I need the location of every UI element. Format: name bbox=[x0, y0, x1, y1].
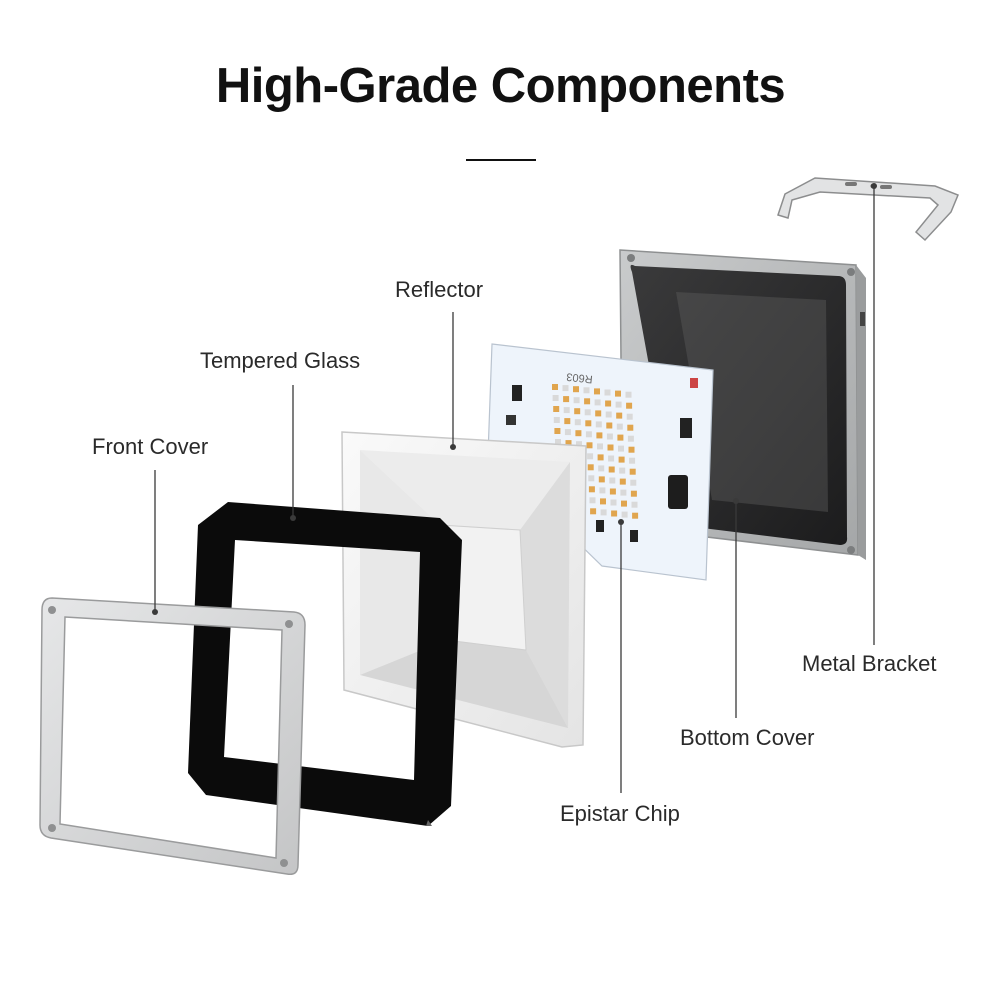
led-cell bbox=[619, 467, 626, 474]
led-cell bbox=[585, 420, 592, 427]
led-cell bbox=[576, 441, 582, 448]
led-cell bbox=[598, 476, 605, 483]
led-cell bbox=[607, 444, 614, 451]
led-cell bbox=[555, 439, 561, 445]
led-cell bbox=[599, 487, 606, 494]
led-cell bbox=[553, 417, 560, 423]
led-cell bbox=[575, 430, 582, 437]
led-cell bbox=[554, 428, 561, 434]
led-cell bbox=[597, 443, 603, 450]
led-cell bbox=[574, 408, 581, 415]
label-reflector: Reflector bbox=[395, 277, 484, 302]
led-cell bbox=[627, 424, 634, 431]
led-cell bbox=[588, 475, 595, 482]
led-cell bbox=[594, 388, 600, 395]
led-cell bbox=[573, 386, 579, 393]
led-cell bbox=[596, 432, 603, 439]
led-cell bbox=[615, 401, 622, 408]
led-cell bbox=[600, 498, 606, 505]
led-cell bbox=[609, 488, 616, 495]
led-cell bbox=[584, 409, 591, 416]
led-cell bbox=[615, 390, 621, 397]
led-cell bbox=[597, 454, 604, 461]
led-cell bbox=[627, 435, 634, 442]
led-cell bbox=[589, 497, 596, 504]
metal-bracket-part bbox=[777, 177, 959, 242]
led-cell bbox=[610, 499, 617, 506]
led-cell bbox=[606, 422, 613, 429]
led-cell bbox=[594, 399, 601, 406]
led-cell bbox=[587, 453, 594, 460]
led-cell bbox=[631, 501, 638, 508]
led-cell bbox=[586, 442, 593, 449]
led-cell bbox=[574, 419, 581, 426]
led-cell bbox=[632, 512, 639, 519]
label-bottom-cover: Bottom Cover bbox=[680, 725, 815, 750]
led-cell bbox=[563, 396, 570, 403]
led-cell bbox=[628, 446, 635, 453]
led-cell bbox=[608, 466, 615, 473]
led-cell bbox=[616, 412, 623, 419]
reflector-part bbox=[341, 431, 587, 748]
led-cell bbox=[619, 478, 626, 485]
label-tempered-glass: Tempered Glass bbox=[200, 348, 361, 373]
led-cell bbox=[616, 423, 623, 430]
led-cell bbox=[587, 464, 594, 471]
title-underline bbox=[466, 159, 536, 161]
led-cell bbox=[552, 384, 558, 390]
led-cell bbox=[583, 387, 590, 394]
led-cell bbox=[606, 433, 613, 440]
led-cell bbox=[552, 395, 559, 401]
led-cell bbox=[625, 391, 632, 398]
led-cell bbox=[620, 489, 627, 496]
label-epistar-chip: Epistar Chip bbox=[560, 801, 680, 826]
led-cell bbox=[621, 511, 628, 518]
led-cell bbox=[563, 407, 570, 414]
led-cell bbox=[617, 434, 624, 441]
tempered-glass-part bbox=[188, 502, 462, 826]
led-cell bbox=[605, 400, 612, 407]
led-cell bbox=[626, 402, 633, 409]
led-cell bbox=[604, 389, 611, 396]
label-front-cover: Front Cover bbox=[92, 434, 209, 459]
led-cell bbox=[595, 410, 602, 417]
led-cell bbox=[564, 429, 571, 436]
led-cell bbox=[565, 440, 572, 447]
page-title: High-Grade Components bbox=[215, 59, 786, 113]
led-cell bbox=[553, 406, 560, 412]
led-cell bbox=[584, 398, 591, 405]
led-cell bbox=[608, 455, 615, 462]
led-cell bbox=[605, 411, 612, 418]
led-cell bbox=[609, 477, 616, 484]
led-cell bbox=[595, 421, 602, 428]
led-cell bbox=[573, 397, 580, 404]
led-cell bbox=[600, 509, 607, 516]
led-cell bbox=[590, 508, 597, 515]
leader-lines bbox=[154, 186, 875, 793]
led-cell bbox=[585, 431, 592, 438]
label-metal-bracket: Metal Bracket bbox=[802, 651, 937, 676]
led-cell bbox=[562, 385, 569, 392]
led-cell bbox=[564, 418, 571, 425]
led-cell bbox=[629, 457, 636, 464]
led-cell bbox=[618, 445, 624, 452]
led-cell bbox=[629, 468, 636, 475]
led-cell bbox=[611, 510, 618, 517]
front-cover-part bbox=[39, 597, 306, 876]
led-cell bbox=[630, 490, 637, 497]
leader-dots bbox=[152, 183, 877, 615]
led-cell bbox=[621, 500, 627, 507]
led-cell bbox=[588, 486, 595, 493]
led-cell bbox=[630, 479, 637, 486]
led-cell bbox=[626, 413, 633, 420]
pcb-marking: R603 bbox=[566, 370, 593, 385]
led-cell bbox=[598, 465, 605, 472]
led-cell bbox=[618, 456, 625, 463]
